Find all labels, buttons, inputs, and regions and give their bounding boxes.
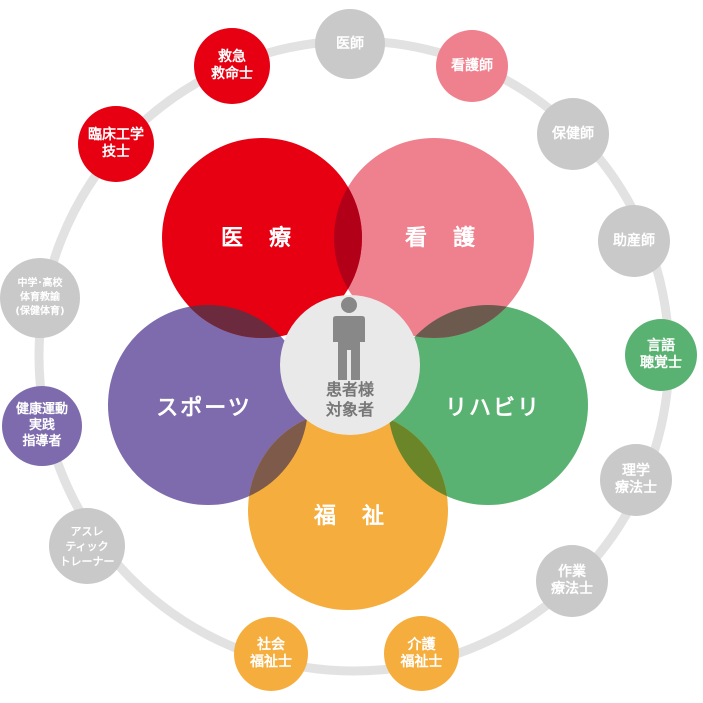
profession-label: 医師 bbox=[336, 35, 364, 52]
person-icon bbox=[333, 297, 365, 380]
profession-label: 看護師 bbox=[451, 57, 493, 74]
profession-ishi: 医師 bbox=[315, 9, 385, 79]
profession-label: 保健師 bbox=[552, 125, 594, 142]
profession-shakai: 社会 福祉士 bbox=[234, 617, 308, 691]
profession-label: 健康運動 実践 指導者 bbox=[15, 402, 68, 449]
profession-label: 理学 療法士 bbox=[615, 463, 657, 496]
profession-label: アスレ ティック トレーナー bbox=[59, 524, 115, 568]
profession-gengo: 言語 聴覚士 bbox=[625, 319, 697, 391]
center-label: 患者様 対象者 bbox=[325, 380, 374, 419]
profession-kenko: 健康運動 実践 指導者 bbox=[2, 386, 82, 466]
profession-rigaku: 理学 療法士 bbox=[600, 444, 672, 516]
profession-kyoyu: 中学･高校 体育教諭 (保健体育) bbox=[0, 258, 80, 338]
sports-label: スポーツ bbox=[156, 396, 252, 421]
profession-label: 言語 聴覚士 bbox=[640, 338, 682, 371]
profession-label: 救急 救命士 bbox=[211, 49, 253, 82]
profession-kaigo: 介護 福祉士 bbox=[384, 616, 459, 691]
profession-label: 臨床工学 技士 bbox=[88, 127, 144, 160]
profession-label: 助産師 bbox=[613, 232, 655, 249]
profession-hokenshi: 保健師 bbox=[537, 98, 609, 170]
profession-label: 社会 福祉士 bbox=[250, 637, 292, 670]
profession-athletic: アスレ ティック トレーナー bbox=[49, 508, 125, 584]
profession-label: 介護 福祉士 bbox=[400, 636, 443, 670]
profession-label: 中学･高校 体育教諭 (保健体育) bbox=[15, 278, 65, 317]
profession-kyukyu: 救急 救命士 bbox=[194, 28, 270, 104]
nursing-label: 看 護 bbox=[404, 226, 477, 251]
welfare-label: 福 祉 bbox=[313, 504, 386, 529]
profession-label: 作業 療法士 bbox=[551, 564, 593, 597]
rehab-label: リハビリ bbox=[444, 396, 541, 421]
profession-kangoshi: 看護師 bbox=[436, 30, 508, 102]
profession-sagyo: 作業 療法士 bbox=[536, 545, 608, 617]
medical-label: 医 療 bbox=[220, 226, 293, 251]
profession-rinsho: 臨床工学 技士 bbox=[78, 106, 154, 182]
profession-josanshi: 助産師 bbox=[598, 205, 670, 277]
